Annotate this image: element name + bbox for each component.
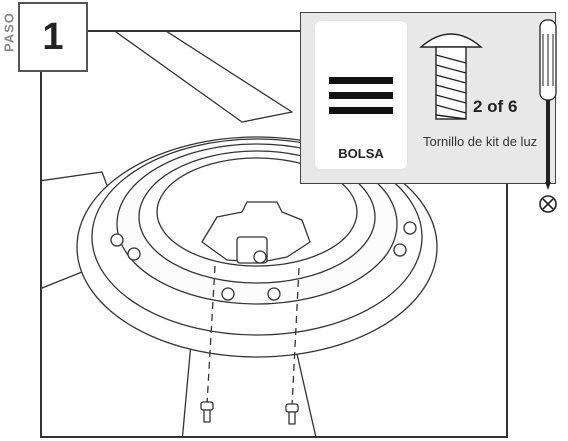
hardware-inset-panel: BOLSA 2 of 6 Tornillo de kit de luz: [300, 12, 556, 184]
wire-hole: [253, 250, 267, 264]
bag-label: BOLSA: [338, 146, 384, 161]
light-kit-adapter-inner: [156, 157, 358, 267]
screw-icon: [419, 33, 483, 120]
rim-screw: [127, 247, 141, 261]
step-number: 1: [42, 15, 64, 58]
screw-icon: [285, 403, 299, 425]
rim-screw: [267, 287, 281, 301]
rim-screw: [393, 243, 407, 257]
rim-screw: [221, 287, 235, 301]
screw-drawing: [419, 33, 483, 120]
step-side-label: PASO: [1, 12, 17, 52]
screw-count: 2 of 6: [473, 97, 518, 116]
tighten-rotation-icon: [539, 195, 557, 213]
screw-name: Tornillo de kit de luz: [423, 134, 538, 149]
rim-screw: [403, 221, 417, 235]
phillips-screwdriver-icon: [539, 19, 557, 213]
hardware-bag-icon: BOLSA: [315, 21, 407, 169]
step-number-box: 1: [18, 2, 88, 72]
motor-housing-rim-inner: [91, 138, 423, 336]
rim-screw: [110, 233, 124, 247]
screw-icon: [200, 401, 214, 423]
fan-blade-top: [114, 32, 293, 123]
bag-stripes: [329, 77, 393, 114]
